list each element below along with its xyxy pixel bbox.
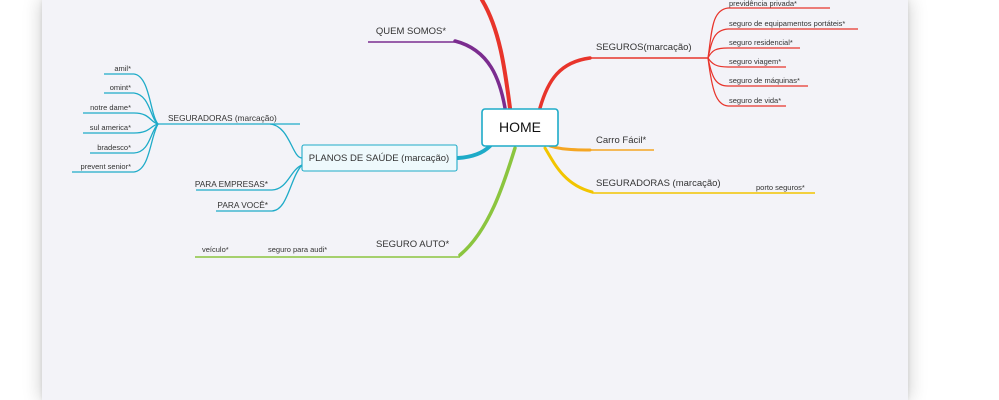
- seguros-connector-4: [707, 57, 729, 68]
- seguros-item-5: seguro de máquinas*: [729, 76, 800, 85]
- seguradora-connector-6: [133, 123, 159, 173]
- planos-to-seguradoras-connector: [269, 123, 303, 159]
- seguro-auto-item-1: seguro para audi*: [268, 245, 327, 254]
- seguro-auto-item-2: veículo*: [202, 245, 229, 254]
- seguradoras-left-label: SEGURADORAS (marcação): [168, 113, 277, 123]
- planos-node-box[interactable]: [301, 144, 458, 172]
- seguros-item-1: previdência privada*: [729, 0, 797, 8]
- seguro-auto-label: SEGURO AUTO*: [376, 239, 450, 250]
- seguros-item-2: seguro de equipamentos portáteis*: [729, 19, 845, 28]
- seguradora-connector-1: [133, 73, 159, 125]
- seguradora-connector-5: [133, 123, 159, 154]
- seguros-item-4: seguro viagem*: [729, 57, 781, 66]
- seguradora-item-4: sul america*: [90, 123, 131, 132]
- carro-facil-label: Carro Fácil*: [596, 135, 646, 146]
- home-node-box[interactable]: [481, 108, 559, 147]
- seguradora-connector-3: [133, 112, 159, 125]
- home-node-label: HOME: [499, 119, 541, 135]
- seguros-connector-1: [707, 7, 729, 59]
- seguradora-item-2: omint*: [110, 83, 131, 92]
- branch-seguro-auto: [458, 146, 517, 257]
- seguros-connector-3: [707, 47, 729, 59]
- seguradoras-right-item-1: porto seguros*: [756, 183, 805, 192]
- seguradora-connector-2: [133, 92, 159, 125]
- seguros-connector-6: [707, 57, 729, 107]
- seguros-item-3: seguro residencial*: [729, 38, 793, 47]
- para-empresas-label: PARA EMPRESAS*: [195, 179, 269, 189]
- seguradora-item-5: bradesco*: [97, 143, 131, 152]
- planos-children: [72, 73, 303, 212]
- branch-seguradoras-right: [543, 146, 594, 194]
- seguros-children: [707, 7, 858, 107]
- branch-top-red: [480, 0, 512, 110]
- planos-label: PLANOS DE SAÚDE (marcação): [309, 153, 449, 164]
- para-empresas-connector: [271, 164, 303, 191]
- para-voce-connector: [271, 164, 303, 212]
- para-voce-label: PARA VOCÊ*: [217, 200, 268, 210]
- seguros-connector-2: [707, 28, 729, 59]
- seguradora-item-1: amil*: [114, 64, 131, 73]
- seguradora-connector-4: [133, 123, 159, 134]
- branch-quem-somos: [453, 39, 507, 110]
- seguradoras-right-label: SEGURADORAS (marcação): [596, 178, 721, 189]
- seguradora-item-6: prevent senior*: [81, 162, 132, 171]
- branch-seguros: [538, 56, 592, 110]
- seguros-label: SEGUROS(marcação): [596, 42, 692, 53]
- seguradora-item-3: notre dame*: [90, 103, 131, 112]
- quem-somos-label: QUEM SOMOS*: [376, 26, 447, 37]
- branch-planos: [456, 144, 492, 160]
- seguros-item-6: seguro de vida*: [729, 96, 781, 105]
